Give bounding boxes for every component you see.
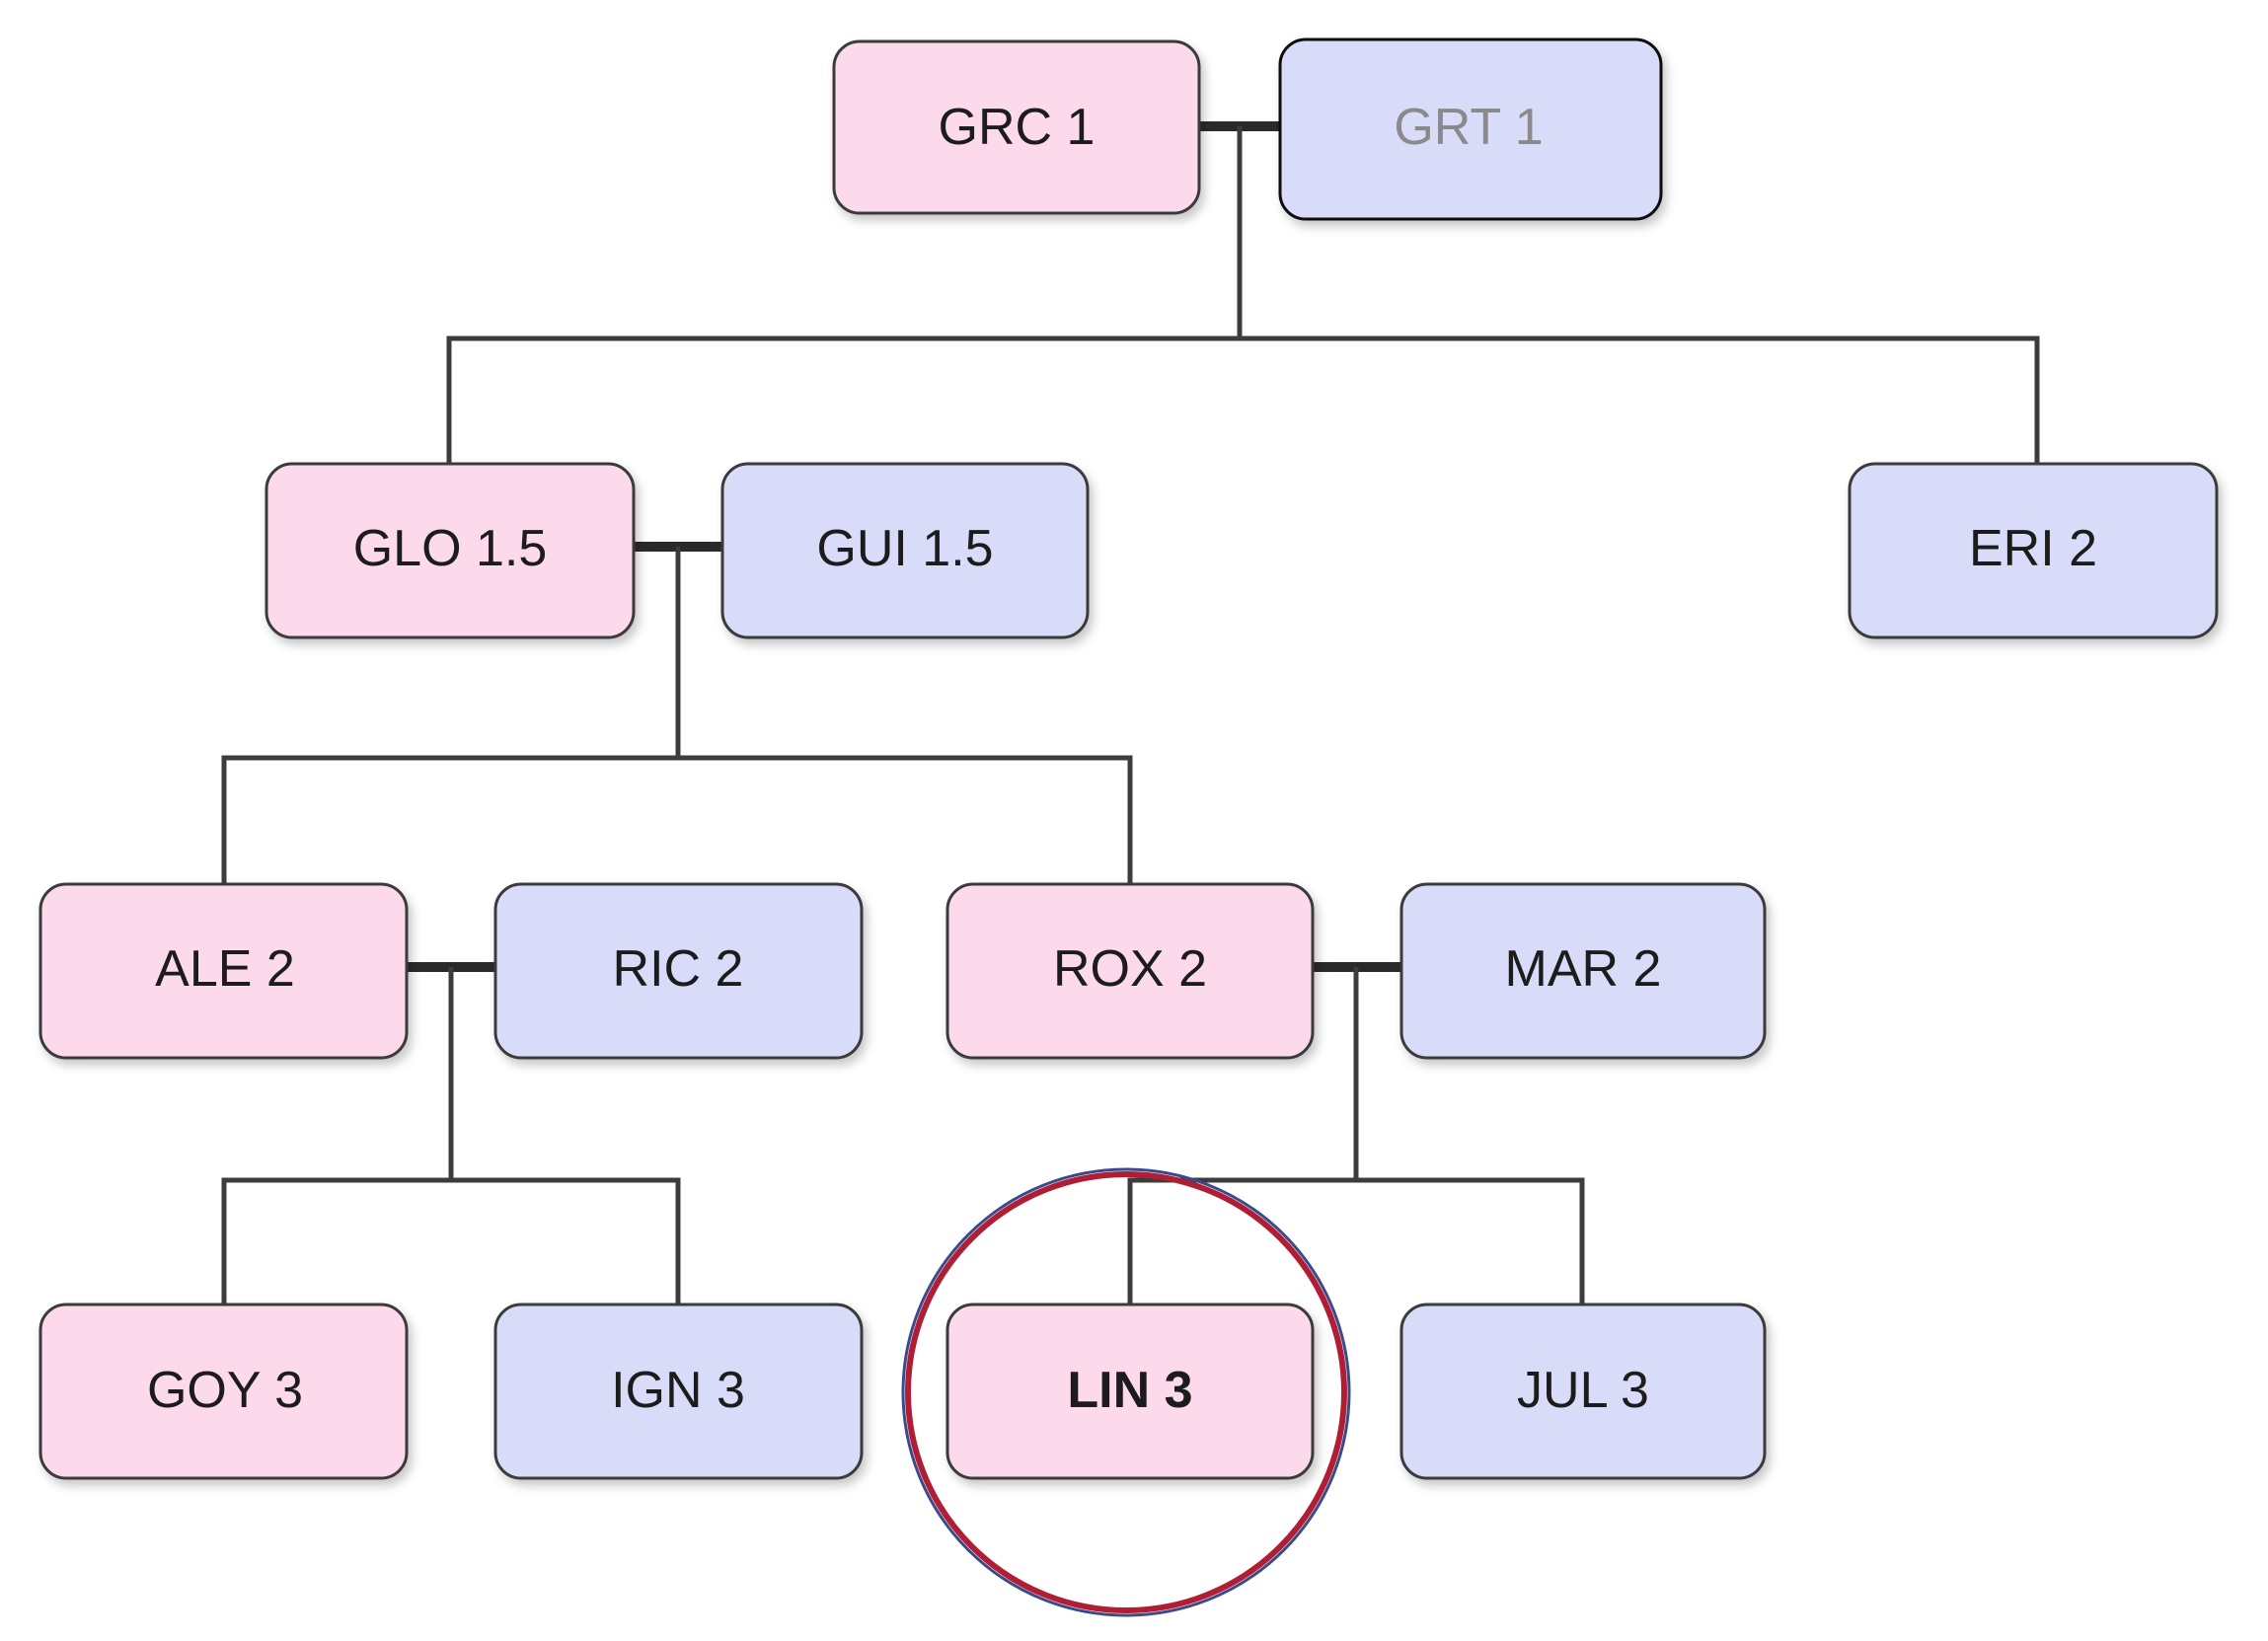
node-label: IGN 3 — [611, 1362, 745, 1419]
sibling-bar-rox-mar-children — [1127, 1177, 1585, 1305]
node-box — [945, 882, 1315, 1060]
node-label: ROX 2 — [1053, 940, 1207, 998]
node-label: MAR 2 — [1505, 940, 1662, 998]
person-node-lin-3: LIN 3 — [945, 1303, 1315, 1480]
highlight-circle-main — [905, 1171, 1347, 1613]
node-box — [38, 1303, 409, 1480]
person-node-gui-1-5: GUI 1.5 — [720, 462, 1090, 639]
person-node-eri-2: ERI 2 — [1848, 462, 2219, 639]
node-label: ALE 2 — [155, 940, 295, 998]
person-node-goy-3: GOY 3 — [38, 1303, 409, 1480]
node-box — [1399, 882, 1767, 1060]
node-label: GUI 1.5 — [816, 520, 993, 577]
highlight-circle-outer — [901, 1167, 1351, 1617]
node-box — [265, 462, 636, 639]
person-node-ric-2: RIC 2 — [493, 882, 864, 1060]
node-box — [945, 1303, 1315, 1480]
connector-lines — [221, 121, 2040, 1305]
node-label: GRC 1 — [939, 99, 1096, 156]
person-node-grc-1: GRC 1 — [832, 39, 1201, 215]
person-node-ale-2: ALE 2 — [38, 882, 409, 1060]
node-box — [1399, 1303, 1767, 1480]
node-label: GLO 1.5 — [353, 520, 548, 577]
node-box — [832, 39, 1201, 215]
sibling-bar-ale-ric-children — [221, 1177, 681, 1305]
person-node-glo-1-5: GLO 1.5 — [265, 462, 636, 639]
person-node-ign-3: IGN 3 — [493, 1303, 864, 1480]
node-box — [1848, 462, 2219, 639]
node-label: GOY 3 — [147, 1362, 303, 1419]
person-node-grt-1: GRT 1 — [1278, 37, 1663, 221]
node-box — [1278, 37, 1663, 221]
node-label: JUL 3 — [1517, 1362, 1649, 1419]
sibling-bar-gen3 — [221, 755, 1133, 884]
node-box — [38, 882, 409, 1060]
person-node-mar-2: MAR 2 — [1399, 882, 1767, 1060]
highlight-circle — [901, 1167, 1351, 1617]
node-box — [493, 1303, 864, 1480]
node-label: LIN 3 — [1067, 1362, 1192, 1419]
node-label: ERI 2 — [1969, 520, 2097, 577]
node-label: GRT 1 — [1394, 99, 1543, 156]
person-node-rox-2: ROX 2 — [945, 882, 1315, 1060]
node-box — [493, 882, 864, 1060]
node-box — [720, 462, 1090, 639]
person-node-jul-3: JUL 3 — [1399, 1303, 1767, 1480]
sibling-bar-gen2 — [446, 336, 2040, 464]
node-label: RIC 2 — [613, 940, 744, 998]
